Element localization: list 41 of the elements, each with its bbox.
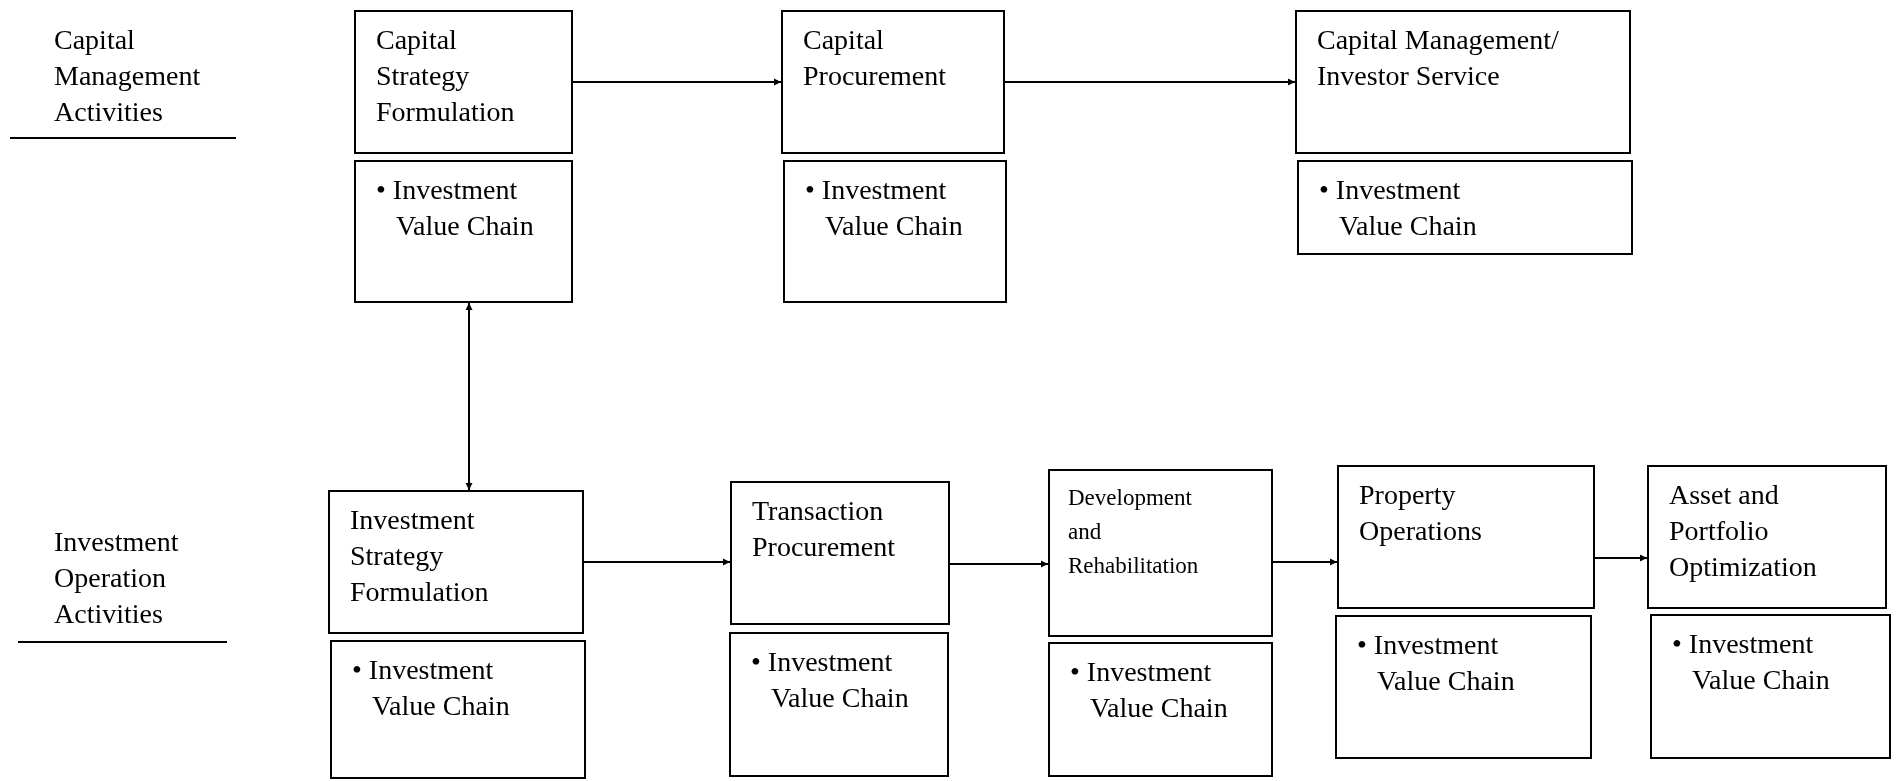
activity-name: Capital Management/ Investor Service [1317,23,1560,93]
row-heading: Capital Management Activities [54,23,202,129]
arrow [572,78,782,86]
arrow [1272,558,1338,566]
activity-name: Capital Procurement [803,23,948,93]
bullet-item: • Investment Value Chain [352,653,511,723]
bullet-item: • Investment Value Chain [1319,173,1478,243]
activity-box [1647,465,1887,609]
arrow [1594,554,1648,562]
activity-name: Transaction Procurement [752,494,897,564]
detail-box [1650,614,1891,759]
row-heading: Investment Operation Activities [54,525,180,631]
arrow [1004,78,1296,86]
bullet-item: • Investment Value Chain [751,645,910,715]
detail-box [1335,615,1592,759]
arrow [465,302,473,491]
arrow [583,558,731,566]
detail-box [783,160,1007,303]
detail-box [1048,642,1273,777]
activity-box [781,10,1005,154]
detail-box [330,640,586,779]
activity-box [354,10,573,154]
activity-box [1295,10,1631,154]
activity-name: Capital Strategy Formulation [376,23,516,129]
activity-name: Investment Strategy Formulation [350,503,490,609]
activity-box [1048,469,1273,637]
activity-box [328,490,584,634]
activity-name: Asset and Portfolio Optimization [1669,478,1818,584]
arrow [949,560,1049,568]
activity-name: Property Operations [1359,478,1483,548]
detail-box [729,632,949,777]
bullet-item: • Investment Value Chain [1357,628,1516,698]
detail-box [354,160,573,303]
bullet-item: • Investment Value Chain [805,173,964,243]
activity-box [730,481,950,625]
detail-box [1297,160,1633,255]
bullet-item: • Investment Value Chain [1070,655,1229,725]
bullet-item: • Investment Value Chain [1672,627,1831,697]
activity-box [1337,465,1595,609]
bullet-item: • Investment Value Chain [376,173,535,243]
activity-name: Development and Rehabilitation [1068,484,1200,580]
